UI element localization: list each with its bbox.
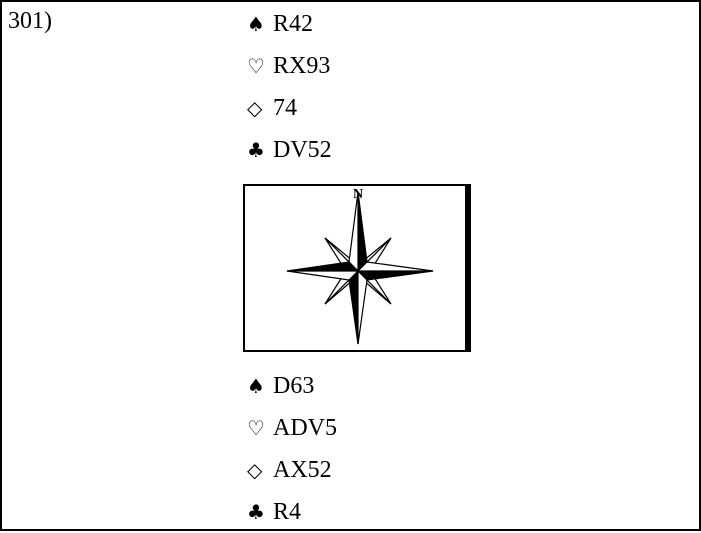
north-diamonds-cards: 74	[273, 95, 297, 121]
south-diamonds-cards: AX52	[273, 457, 332, 483]
north-spades-line: ♠ R42	[247, 3, 332, 45]
spade-icon: ♠	[247, 374, 265, 398]
club-icon: ♣	[247, 138, 265, 162]
south-hand: ♠ D63 ♡ ADV5 ◇ AX52 ♣ R4	[247, 365, 337, 533]
heart-icon: ♡	[247, 416, 265, 440]
north-spades-cards: R42	[273, 11, 314, 37]
diamond-icon: ◇	[247, 96, 263, 120]
deal-number: 301)	[8, 8, 52, 34]
north-clubs-line: ♣ DV52	[247, 129, 332, 171]
north-diamonds-line: ◇ 74	[247, 87, 332, 129]
south-clubs-cards: R4	[273, 499, 302, 525]
compass-box: N	[243, 184, 471, 352]
compass-rose-icon: N	[286, 187, 434, 345]
south-clubs-line: ♣ R4	[247, 491, 337, 533]
south-spades-line: ♠ D63	[247, 365, 337, 407]
diamond-icon: ◇	[247, 458, 263, 482]
north-hearts-line: ♡ RX93	[247, 45, 332, 87]
south-hearts-cards: ADV5	[273, 415, 337, 441]
heart-icon: ♡	[247, 54, 265, 78]
north-hand: ♠ R42 ♡ RX93 ◇ 74 ♣ DV52	[247, 3, 332, 171]
club-icon: ♣	[247, 500, 265, 524]
north-clubs-cards: DV52	[273, 137, 332, 163]
compass-major-points	[286, 191, 434, 345]
south-diamonds-line: ◇ AX52	[247, 449, 337, 491]
south-spades-cards: D63	[273, 373, 315, 399]
south-hearts-line: ♡ ADV5	[247, 407, 337, 449]
north-hearts-cards: RX93	[273, 53, 331, 79]
spade-icon: ♠	[247, 12, 265, 36]
